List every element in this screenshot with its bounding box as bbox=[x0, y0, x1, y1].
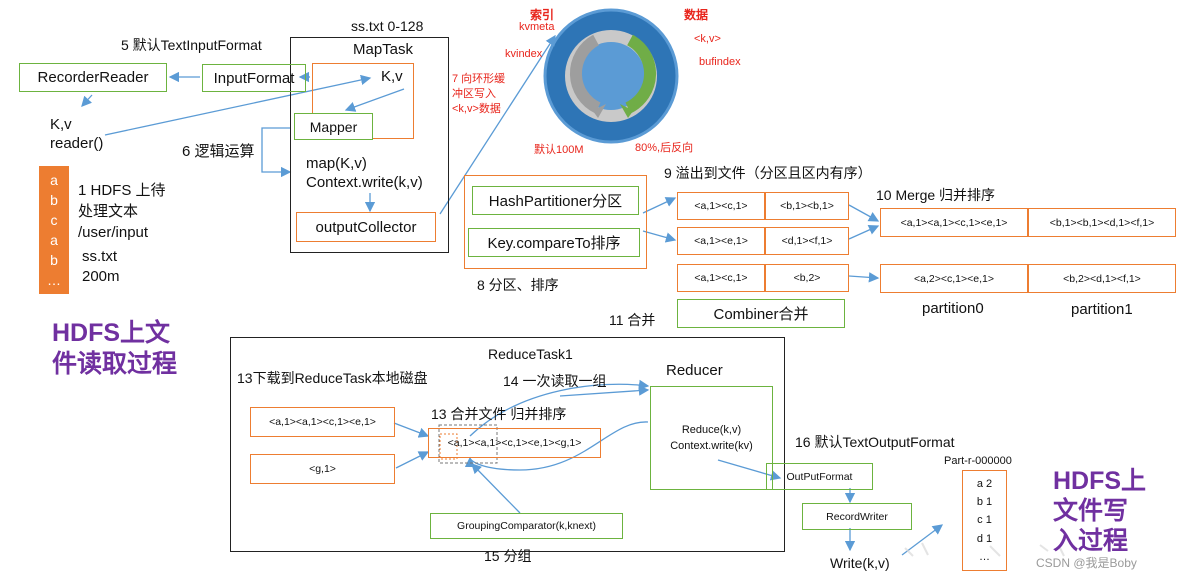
kvmeta-label: kvmeta bbox=[519, 21, 555, 33]
partition1-label: partition1 bbox=[1071, 301, 1133, 318]
reducer-label: Reducer bbox=[666, 362, 723, 379]
bufindex-label: bufindex bbox=[699, 56, 741, 68]
spill1-p1: <b,1><b,1> bbox=[765, 192, 849, 220]
heading-line: 件读取过程 bbox=[52, 350, 178, 378]
context-write-label: Context.write(k,v) bbox=[306, 174, 423, 191]
reduce-context-write: Context.write(kv) bbox=[670, 440, 753, 452]
merged-p1: <b,1><b,1><d,1><f,1> bbox=[1028, 208, 1176, 237]
input-desc-line: 1 HDFS 上待 bbox=[78, 182, 166, 199]
spill2-p1: <d,1><f,1> bbox=[765, 227, 849, 255]
grouping-comparator-box: GroupingComparator(k,knext) bbox=[430, 513, 623, 539]
step15-label: 15 分组 bbox=[484, 548, 532, 564]
reducetask-container bbox=[230, 337, 785, 552]
reducer-box: Reduce(k,v) Context.write(kv) bbox=[650, 386, 773, 490]
spill2-p0: <a,1><e,1> bbox=[677, 227, 765, 255]
step11-label: 11 合并 bbox=[609, 312, 656, 328]
mapper-box: Mapper bbox=[294, 113, 373, 140]
step7-label: 7 向环形缓 冲区写入 <k,v>数据 bbox=[452, 72, 505, 117]
spill3-p1: <b,2> bbox=[765, 264, 849, 292]
hdfs-read-heading: HDFS上文 件读取过程 bbox=[52, 318, 177, 380]
reduce-merged-file: <a,1><a,1><c,1><e,1><g,1> bbox=[428, 428, 601, 458]
step16-label: 16 默认TextOutputFormat bbox=[795, 434, 955, 450]
recorderreader-box: RecorderReader bbox=[19, 63, 167, 92]
part-line: c 1 bbox=[977, 514, 992, 527]
hashpartitioner-box: HashPartitioner分区 bbox=[472, 186, 639, 215]
step6-label: 6 逻辑运算 bbox=[182, 143, 255, 160]
part-line: a 2 bbox=[976, 478, 993, 491]
combined-p1: <b,2><d,1><f,1> bbox=[1028, 264, 1176, 293]
step8-label: 8 分区、排序 bbox=[477, 277, 559, 293]
step10-label: 10 Merge 归并排序 bbox=[876, 187, 996, 203]
input-file-size: 200m bbox=[82, 268, 120, 285]
watermark: CSDN @我是Boby bbox=[1036, 556, 1137, 570]
reduce-input-2: <g,1> bbox=[250, 454, 395, 484]
part-file-box: a 2 b 1 c 1 d 1 … bbox=[962, 470, 1007, 571]
step9-label: 9 溢出到文件（分区且区内有序） bbox=[664, 165, 872, 181]
combined-p0: <a,2><c,1><e,1> bbox=[880, 264, 1028, 293]
kv-reader-label: K,v bbox=[50, 116, 72, 133]
partition0-label: partition0 bbox=[922, 300, 984, 317]
input-cell: … bbox=[47, 272, 61, 288]
spill1-p0: <a,1><c,1> bbox=[677, 192, 765, 220]
input-desc-line: /user/input bbox=[78, 224, 149, 241]
combiner-box: Combiner合并 bbox=[677, 299, 845, 328]
step7-line: 7 向环形缓 bbox=[452, 73, 506, 85]
part-line: … bbox=[979, 550, 990, 563]
step7-line: <k,v>数据 bbox=[452, 103, 501, 115]
input-cell: a bbox=[50, 232, 58, 248]
heading-line: 文件写 bbox=[1053, 497, 1129, 525]
kv-label: <k,v> bbox=[694, 33, 721, 45]
hdfs-write-heading: HDFS上 文件写 入过程 bbox=[1053, 466, 1146, 556]
reader-label: reader() bbox=[50, 135, 104, 152]
key-compare-box: Key.compareTo排序 bbox=[468, 228, 640, 257]
reverse-label: 80%,后反向 bbox=[635, 142, 694, 154]
step13b-label: 13 合并文件 归并排序 bbox=[431, 406, 567, 422]
input-cell: b bbox=[50, 192, 58, 208]
recordwriter-box: RecordWriter bbox=[802, 503, 912, 530]
outputcollector-box: outputCollector bbox=[296, 212, 436, 242]
input-description: 1 HDFS 上待 处理文本 /user/input bbox=[78, 180, 166, 243]
reducetask-title: ReduceTask1 bbox=[488, 346, 573, 362]
heading-line: HDFS上文 bbox=[52, 319, 171, 347]
write-label: Write(k,v) bbox=[830, 555, 890, 571]
input-cell: a bbox=[50, 172, 58, 188]
heading-line: HDFS上 bbox=[1053, 467, 1147, 495]
input-file-column: a b c a b … bbox=[39, 166, 69, 294]
maptask-container bbox=[290, 37, 449, 253]
partition-container bbox=[464, 175, 647, 269]
outputformat-box: OutPutFormat bbox=[766, 463, 873, 490]
inputformat-box: InputFormat bbox=[202, 64, 306, 92]
input-cell: c bbox=[50, 212, 58, 228]
input-desc-line: 处理文本 bbox=[78, 203, 139, 220]
part-line: b 1 bbox=[976, 496, 993, 509]
spill3-p0: <a,1><c,1> bbox=[677, 264, 765, 292]
default-size-label: 默认100M bbox=[534, 144, 584, 156]
maptask-label: MapTask bbox=[353, 41, 414, 58]
split-label: ss.txt 0-128 bbox=[351, 18, 424, 34]
map-call-label: map(K,v) bbox=[306, 155, 367, 172]
part-file-name: Part-r-000000 bbox=[944, 455, 1012, 467]
input-cell: b bbox=[50, 252, 58, 268]
step7-line: 冲区写入 bbox=[452, 88, 496, 100]
step13a-label: 13下载到ReduceTask本地磁盘 bbox=[237, 370, 428, 386]
data-label: 数据 bbox=[684, 8, 709, 22]
kvindex-label: kvindex bbox=[505, 48, 543, 60]
heading-line: 入过程 bbox=[1053, 527, 1129, 555]
ring-buffer-icon bbox=[543, 8, 679, 144]
input-file-name: ss.txt bbox=[82, 248, 118, 265]
kv-top-label: K,v bbox=[381, 68, 403, 85]
reduce-call: Reduce(k,v) bbox=[681, 424, 742, 436]
step5-label: 5 默认TextInputFormat bbox=[121, 37, 262, 53]
part-line: d 1 bbox=[976, 532, 993, 545]
reduce-input-1: <a,1><a,1><c,1><e,1> bbox=[250, 407, 395, 437]
index-label: 索引 bbox=[530, 8, 555, 22]
merged-p0: <a,1><a,1><c,1><e,1> bbox=[880, 208, 1028, 237]
step14-label: 14 一次读取一组 bbox=[503, 373, 607, 389]
